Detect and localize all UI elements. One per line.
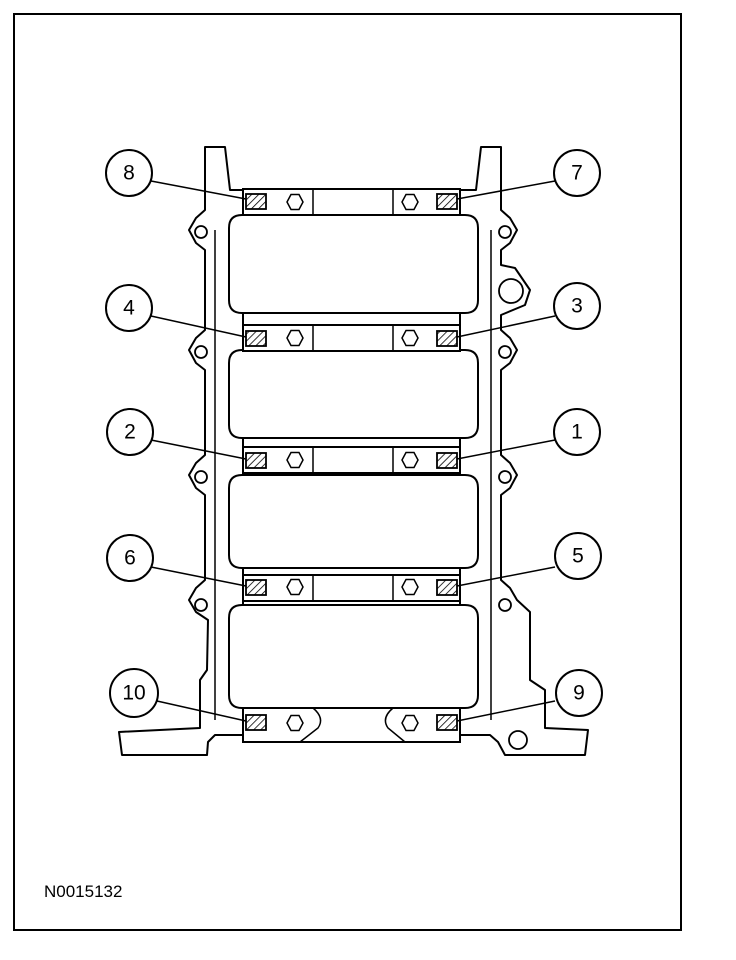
- bolt-hex-icon: [401, 193, 419, 211]
- callout-8: 8: [105, 149, 153, 197]
- callout-number: 3: [571, 295, 583, 318]
- bolt-hex-icon: [401, 329, 419, 347]
- callout-4: 4: [105, 284, 153, 332]
- bearing-cap: [242, 446, 461, 474]
- callout-2: 2: [106, 408, 154, 456]
- bolt-hex-icon: [286, 329, 304, 347]
- callout-number: 10: [122, 682, 145, 705]
- torque-pad-1: [436, 452, 458, 469]
- callout-number: 7: [571, 162, 583, 185]
- callout-6: 6: [106, 534, 154, 582]
- mounting-hole: [194, 225, 208, 239]
- callout-1: 1: [553, 408, 601, 456]
- block-mounting-holes: [194, 225, 528, 750]
- crankcase-bays: [228, 214, 479, 709]
- main-bearing-caps: [242, 188, 461, 743]
- torque-pad-9: [436, 714, 458, 731]
- mounting-hole: [194, 470, 208, 484]
- callout-number: 9: [573, 682, 585, 705]
- callout-number: 4: [123, 297, 135, 320]
- dowel-hole: [498, 278, 524, 304]
- callout-number: 2: [124, 421, 136, 444]
- torque-pad-8: [245, 193, 267, 210]
- callout-number: 1: [571, 421, 583, 444]
- callout-7: 7: [553, 149, 601, 197]
- mounting-hole: [498, 225, 512, 239]
- callout-5: 5: [554, 532, 602, 580]
- dowel-hole: [508, 730, 528, 750]
- torque-pad-3: [436, 330, 458, 347]
- bolt-hex-icon: [401, 451, 419, 469]
- bearing-cap: [242, 324, 461, 352]
- callout-number: 8: [123, 162, 135, 185]
- bearing-cap: [242, 707, 461, 743]
- callout-number: 6: [124, 547, 136, 570]
- figure-reference-code: N0015132: [44, 882, 122, 901]
- bolt-hex-icon: [286, 578, 304, 596]
- torque-pad-5: [436, 579, 458, 596]
- mounting-hole: [498, 598, 512, 612]
- mounting-hole: [194, 598, 208, 612]
- cylinder-block: [118, 146, 589, 756]
- callout-10: 10: [109, 668, 159, 718]
- figure-border: [13, 13, 682, 931]
- bolt-hex-icon: [286, 714, 304, 732]
- bolt-hex-icon: [401, 714, 419, 732]
- torque-pad-6: [245, 579, 267, 596]
- torque-pad-7: [436, 193, 458, 210]
- bearing-cap: [242, 574, 461, 602]
- mounting-hole: [498, 470, 512, 484]
- mounting-hole: [194, 345, 208, 359]
- bolt-hex-icon: [401, 578, 419, 596]
- callout-number: 5: [572, 545, 584, 568]
- callout-leaders: [150, 180, 556, 722]
- callout-3: 3: [553, 282, 601, 330]
- callout-9: 9: [555, 669, 603, 717]
- torque-pad-4: [245, 330, 267, 347]
- bearing-cap: [242, 188, 461, 216]
- bolt-hex-icon: [286, 193, 304, 211]
- bolt-hex-icon: [286, 451, 304, 469]
- torque-pad-2: [245, 452, 267, 469]
- mounting-hole: [498, 345, 512, 359]
- torque-pad-10: [245, 714, 267, 731]
